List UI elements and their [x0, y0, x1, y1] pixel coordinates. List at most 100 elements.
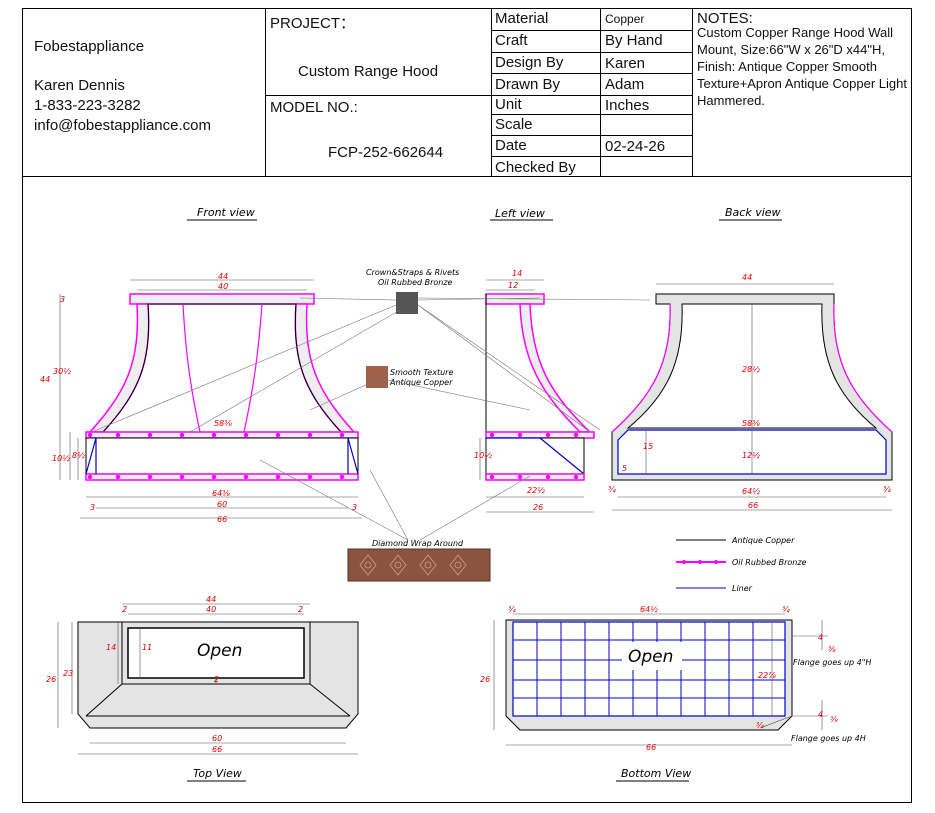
diamond-callout: Diamond Wrap Around [372, 539, 464, 548]
title-block-rule [491, 156, 692, 157]
front-bottom-band [85, 473, 359, 481]
title-block-rule [491, 135, 692, 136]
dim-label: 8½ [72, 451, 85, 460]
dim-label: 60 [212, 734, 222, 743]
dim-label: 26 [46, 675, 56, 684]
dim-label: 2 [298, 605, 303, 614]
dim-label: 22⅞ [758, 671, 776, 680]
left-bottom-band [485, 473, 585, 481]
front-top-band [85, 431, 359, 439]
left-view: 14 12 10½ 22½ 26 [474, 269, 595, 513]
front-view: 44 40 3 30½ 44 10½ 8½ 58⅜ 64⅜ 60 66 3 3 [40, 272, 362, 524]
info-value: 02-24-26 [605, 138, 666, 155]
info-value: Copper [605, 12, 645, 26]
dim-label: 28½ [742, 365, 760, 374]
dim-label: 4 [818, 710, 823, 719]
crown-callout: Crown&Straps & Rivets [366, 268, 459, 277]
dim-label: 14 [512, 269, 522, 278]
dim-label: 40 [218, 282, 228, 291]
bottom-view-title: Bottom View [621, 767, 691, 780]
info-value: Adam [605, 76, 645, 93]
bottom-open-backdrop [622, 642, 682, 670]
info-key: Craft [495, 32, 528, 49]
top-dimension-lines [57, 603, 358, 755]
info-key: Checked By [495, 159, 576, 176]
flange-top-note: Flange goes up 4"H [793, 658, 871, 667]
info-key: Design By [495, 54, 564, 71]
dim-label: 3 [352, 503, 357, 512]
title-block-divider [491, 8, 492, 176]
dim-label: 12½ [742, 451, 760, 460]
top-view-title: Top View [193, 767, 242, 780]
project-value: Custom Range Hood [298, 63, 439, 80]
top-view-bevel [85, 683, 351, 717]
title-block-rule [491, 30, 692, 31]
dim-label: 2 [122, 605, 127, 614]
oil-rubbed-bronze-swatch [396, 292, 418, 314]
dim-label: 3 [90, 503, 95, 512]
dim-label: 58⅜ [742, 419, 760, 428]
title-block-rule [265, 95, 491, 96]
dim-label: 5 [622, 464, 627, 473]
bottom-view-open-label: Open [628, 647, 673, 667]
dim-label: ¾ [756, 721, 764, 730]
top-view-opening [127, 627, 305, 679]
project-label: PROJECT： [270, 15, 356, 32]
dim-label: 60 [217, 500, 227, 509]
dim-label: 14 [106, 643, 116, 652]
model-label: MODEL NO.: [270, 99, 358, 116]
dim-label: 4 [818, 633, 823, 642]
dim-label: 23 [63, 669, 73, 678]
flange-bottom-note: Flange goes up 4H [791, 734, 866, 743]
crown-callout-finish: Oil Rubbed Bronze [378, 278, 453, 287]
dim-label: 66 [212, 745, 222, 754]
back-strap-edge [833, 303, 893, 433]
dim-label: 66 [646, 743, 656, 752]
dim-label: ¾ [608, 485, 616, 494]
dim-label: 58⅜ [214, 419, 232, 428]
title-block-divider [265, 8, 266, 176]
info-key: Scale [495, 116, 533, 133]
dim-label: 44 [40, 375, 50, 384]
dim-label: 44 [742, 273, 752, 282]
dim-label: ⅜ [830, 715, 838, 724]
dim-label: 44 [218, 272, 228, 281]
dim-label: 11 [142, 643, 152, 652]
legend-antique-copper: Antique Copper [731, 536, 795, 545]
legend: Antique Copper Oil Rubbed Bronze Liner [676, 536, 807, 593]
title-block-rule [491, 73, 692, 74]
smooth-callout-finish: Antique Copper [389, 378, 453, 387]
dim-label: ¾ [883, 485, 891, 494]
info-key: Drawn By [495, 76, 561, 93]
dim-label: 10½ [52, 454, 70, 463]
dim-label: ⅜ [828, 645, 836, 654]
top-view: Open 44 40 2 2 14 11 26 23 2 60 66 [46, 595, 359, 755]
company-name: Fobestappliance [34, 38, 145, 55]
dim-label: 12 [508, 281, 518, 290]
view-titles: Front view Left view Back view Top View … [187, 206, 782, 782]
notes-text: Custom Copper Range Hood Wall Mount, Siz… [697, 25, 907, 108]
left-apron [485, 437, 585, 475]
notes-title: NOTES: [697, 10, 753, 27]
callouts: Crown&Straps & Rivets Oil Rubbed Bronze … [91, 268, 651, 582]
contact-phone: 1-833-223-3282 [34, 97, 141, 114]
back-strap-edge [611, 303, 671, 433]
info-value: Karen [605, 55, 646, 72]
info-key: Unit [495, 96, 522, 113]
contact-name: Karen Dennis [34, 77, 125, 94]
dim-label: ¾ [782, 605, 790, 614]
title-block-rule [491, 95, 692, 96]
title-block-divider [600, 8, 601, 176]
dim-label: 3 [60, 295, 65, 304]
dim-label: 26 [533, 503, 543, 512]
front-rivets [87, 432, 345, 480]
left-view-title: Left view [495, 207, 545, 220]
contact-email[interactable]: info@fobestappliance.com [34, 117, 211, 134]
front-inner-strap [182, 303, 201, 433]
dim-label: 44 [206, 595, 216, 604]
dim-label: ¾ [508, 605, 516, 614]
front-liner [85, 437, 359, 475]
dim-label: 66 [217, 515, 227, 524]
front-inner-strap [243, 303, 263, 433]
